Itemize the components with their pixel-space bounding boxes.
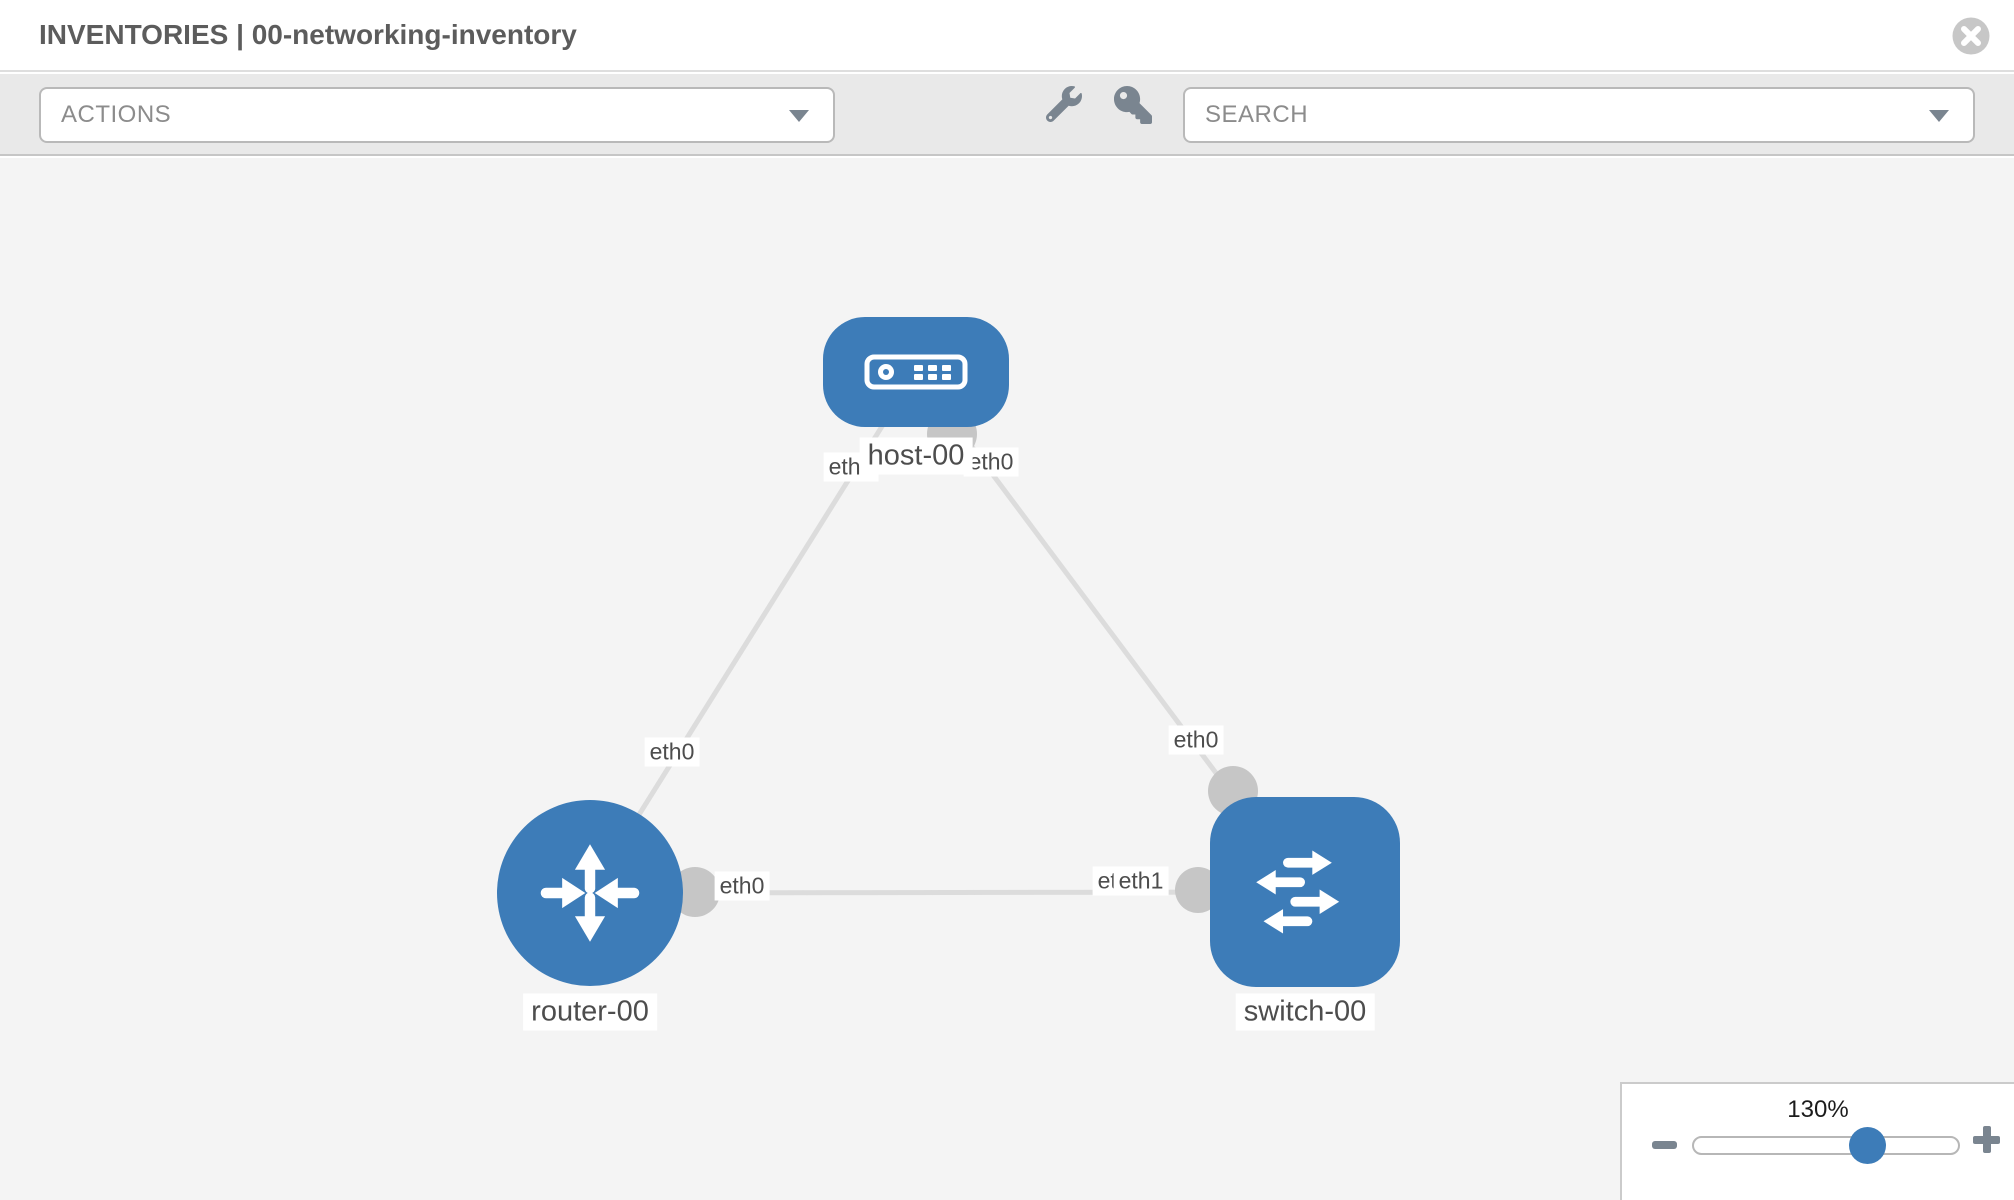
node-router-00[interactable] — [497, 800, 683, 986]
zoom-panel: 130% — [1620, 1082, 2014, 1200]
actions-dropdown[interactable]: ACTIONS — [39, 87, 835, 143]
interface-dot-router — [670, 867, 720, 917]
port-label: eth0 — [963, 447, 1019, 477]
node-label-switch: switch-00 — [1235, 993, 1375, 1031]
topology-canvas[interactable]: eth0 eth0 eth0 eth0 eth0 eth0 eth1 host-… — [0, 158, 2014, 1200]
search-placeholder: SEARCH — [1205, 101, 1309, 128]
key-icon[interactable] — [1114, 86, 1152, 129]
router-icon — [540, 844, 640, 942]
topology-links — [587, 370, 1308, 917]
node-label-router: router-00 — [523, 993, 657, 1031]
page-title: INVENTORIES | 00-networking-inventory — [39, 19, 577, 50]
zoom-out-button[interactable] — [1652, 1141, 1677, 1149]
header: INVENTORIES | 00-networking-inventory — [0, 0, 2014, 72]
wrench-icon[interactable] — [1045, 86, 1082, 127]
close-button[interactable] — [1952, 17, 1990, 55]
zoom-slider[interactable] — [1692, 1127, 1960, 1164]
port-label: eth0 — [714, 871, 770, 901]
search-dropdown[interactable]: SEARCH — [1183, 87, 1975, 143]
close-icon — [1952, 17, 1990, 55]
zoom-in-button[interactable] — [1973, 1126, 2000, 1153]
zoom-percentage: 130% — [1787, 1096, 1849, 1123]
chevron-down-icon — [789, 110, 809, 122]
node-host-00[interactable] — [823, 317, 1009, 427]
host-icon — [864, 354, 968, 390]
actions-dropdown-label: ACTIONS — [61, 101, 172, 128]
switch-icon — [1256, 850, 1340, 934]
interface-dot-switch-left — [1175, 867, 1221, 913]
port-label: eth0 — [644, 737, 700, 767]
port-label: eth1 — [1113, 866, 1169, 896]
node-switch-00[interactable] — [1210, 797, 1400, 987]
chevron-down-icon — [1929, 110, 1949, 122]
node-label-host: host-00 — [859, 437, 973, 475]
zoom-slider-thumb[interactable] — [1849, 1127, 1886, 1164]
port-label: eth0 — [1168, 725, 1224, 755]
toolbar: ACTIONS SEARCH — [0, 74, 2014, 156]
